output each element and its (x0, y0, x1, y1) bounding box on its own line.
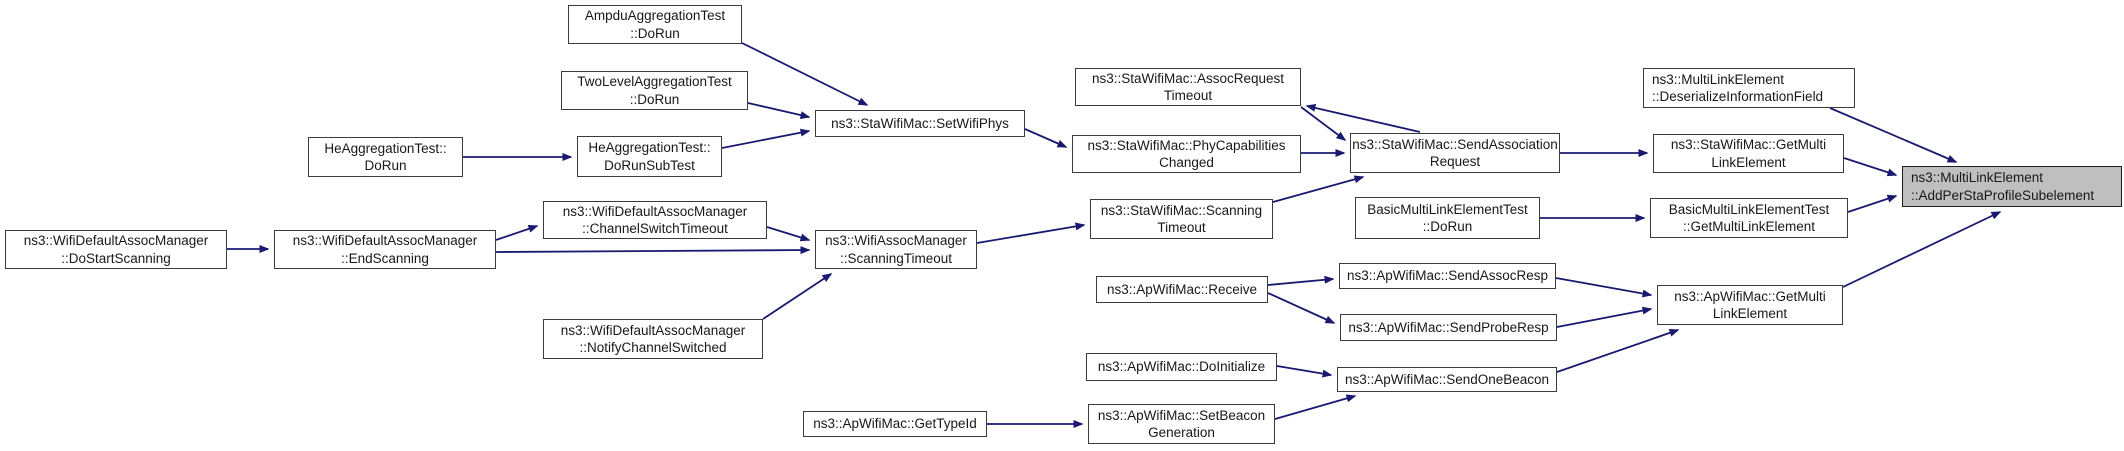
node-ap-getmultilinkelement[interactable]: ns3::ApWifiMac::GetMulti LinkElement (1657, 285, 1843, 325)
node-ap-doinitialize[interactable]: ns3::ApWifiMac::DoInitialize (1086, 353, 1277, 381)
edge-twolevel-dorun--sta-setwifiphys (747, 102, 811, 119)
node-he-dorun[interactable]: HeAggregationTest:: DoRun (308, 137, 463, 177)
edge-sta-scanningtimeout--sta-sendassociationrequest (1272, 175, 1365, 203)
edge-sta-sendassociationrequest--sta-assocrequesttimeout (1305, 104, 1421, 133)
edge-sta-assocrequesttimeout--sta-sendassociationrequest (1300, 106, 1347, 141)
node-ap-gettypeid[interactable]: ns3::ApWifiMac::GetTypeId (803, 411, 987, 437)
node-sta-scanningtimeout[interactable]: ns3::StaWifiMac::Scanning Timeout (1090, 199, 1273, 239)
node-wdam-channelswitchtimeout[interactable]: ns3::WifiDefaultAssocManager ::ChannelSw… (543, 201, 767, 239)
node-sta-getmultilinkelement[interactable]: ns3::StaWifiMac::GetMulti LinkElement (1653, 134, 1844, 173)
edge-sta-setwifiphys--sta-phycapabilitieschanged (1024, 128, 1068, 148)
edge-group (227, 42, 2002, 428)
node-sta-assocrequesttimeout[interactable]: ns3::StaWifiMac::AssocRequest Timeout (1075, 68, 1301, 106)
node-wdam-dostartscanning[interactable]: ns3::WifiDefaultAssocManager ::DoStartSc… (5, 230, 227, 269)
edge-mle-deserializeinformationfield--mle-addperstaprofilesubelement (1829, 107, 1958, 163)
node-sta-setwifiphys[interactable]: ns3::StaWifiMac::SetWifiPhys (815, 110, 1025, 137)
edge-basictest-getmultilinkelement--mle-addperstaprofilesubelement (1847, 194, 1898, 213)
node-ap-sendonebeacon[interactable]: ns3::ApWifiMac::SendOneBeacon (1337, 367, 1557, 392)
edge-ap-receive--ap-sendproberesp (1267, 292, 1336, 324)
edge-wdam-notifychannelswitched--wam-scanningtimeout (762, 273, 833, 320)
edge-ap-doinitialize--ap-sendonebeacon (1276, 365, 1333, 378)
edge-wdam-channelswitchtimeout--wam-scanningtimeout (766, 226, 811, 242)
edge-sta-getmultilinkelement--mle-addperstaprofilesubelement (1843, 157, 1898, 177)
node-ap-receive[interactable]: ns3::ApWifiMac::Receive (1096, 276, 1268, 303)
edge-ap-sendonebeacon--ap-getmultilinkelement (1556, 329, 1680, 373)
node-wam-scanningtimeout[interactable]: ns3::WifiAssocManager ::ScanningTimeout (815, 230, 977, 269)
node-mle-addperstaprofilesubelement[interactable]: ns3::MultiLinkElement ::AddPerStaProfile… (1902, 166, 2122, 207)
edge-he-dorunsubtest--sta-setwifiphys (721, 128, 811, 149)
edge-ap-setbeacongeneration--ap-sendonebeacon (1274, 394, 1357, 420)
node-mle-deserializeinformationfield[interactable]: ns3::MultiLinkElement ::DeserializeInfor… (1643, 68, 1855, 108)
node-wdam-notifychannelswitched[interactable]: ns3::WifiDefaultAssocManager ::NotifyCha… (543, 319, 763, 359)
edge-wdam-endscanning--wdam-channelswitchtimeout (495, 224, 539, 241)
node-ampdu-dorun[interactable]: AmpduAggregationTest ::DoRun (568, 5, 742, 44)
edge-wam-scanningtimeout--sta-scanningtimeout (976, 222, 1086, 244)
edge-ap-sendassocresp--ap-getmultilinkelement (1555, 277, 1653, 298)
node-ap-sendassocresp[interactable]: ns3::ApWifiMac::SendAssocResp (1339, 263, 1556, 289)
node-ap-setbeacongeneration[interactable]: ns3::ApWifiMac::SetBeacon Generation (1088, 404, 1275, 444)
node-basictest-getmultilinkelement[interactable]: BasicMultiLinkElementTest ::GetMultiLink… (1650, 198, 1848, 238)
edge-wdam-endscanning--wam-scanningtimeout (495, 246, 811, 255)
node-ap-sendproberesp[interactable]: ns3::ApWifiMac::SendProbeResp (1340, 314, 1557, 341)
edge-ap-sendproberesp--ap-getmultilinkelement (1556, 306, 1653, 328)
node-basictest-dorun[interactable]: BasicMultiLinkElementTest ::DoRun (1355, 197, 1540, 239)
edge-ampdu-dorun--sta-setwifiphys (741, 42, 869, 106)
edge-ap-getmultilinkelement--mle-addperstaprofilesubelement (1842, 211, 2002, 288)
node-wdam-endscanning[interactable]: ns3::WifiDefaultAssocManager ::EndScanni… (274, 230, 496, 269)
edge-ap-receive--ap-sendassocresp (1267, 275, 1335, 286)
node-sta-phycapabilitieschanged[interactable]: ns3::StaWifiMac::PhyCapabilities Changed (1072, 135, 1301, 173)
node-sta-sendassociationrequest[interactable]: ns3::StaWifiMac::SendAssociation Request (1350, 133, 1560, 173)
node-twolevel-dorun[interactable]: TwoLevelAggregationTest ::DoRun (561, 71, 748, 110)
node-he-dorunsubtest[interactable]: HeAggregationTest:: DoRunSubTest (577, 136, 722, 177)
